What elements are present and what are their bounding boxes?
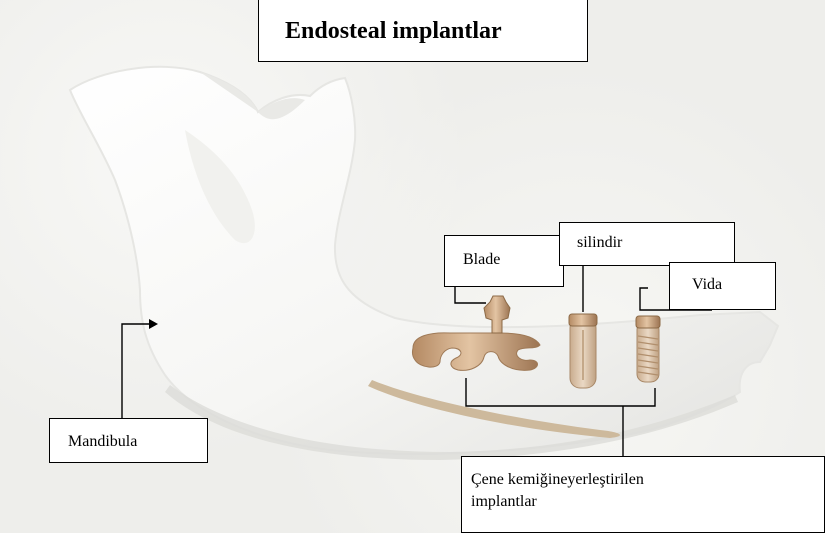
label-cene-implantlar: Çene kemiğineyerleştirilen implantlar bbox=[461, 456, 825, 533]
label-silindir: silindir bbox=[559, 222, 735, 266]
label-mandibula: Mandibula bbox=[49, 418, 208, 463]
cylinder-implant-top bbox=[569, 314, 597, 326]
label-cene-line1: Çene kemiğineyerleştirilen bbox=[471, 469, 824, 491]
diagram-title: Endosteal implantlar bbox=[258, 0, 588, 62]
label-vida: Vida bbox=[669, 262, 776, 310]
label-cene-line2: implantlar bbox=[471, 491, 824, 513]
screw-implant-head bbox=[636, 316, 660, 328]
label-blade: Blade bbox=[444, 235, 564, 287]
